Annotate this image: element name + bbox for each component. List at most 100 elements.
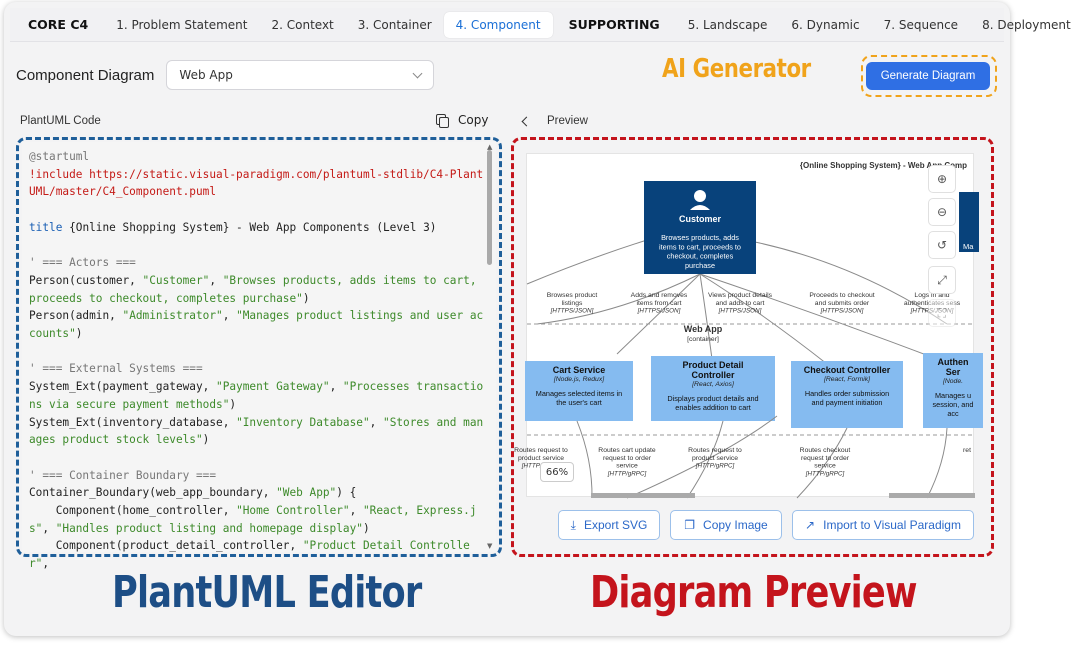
code-line: Container_Boundary(web_app_boundary, "We…: [29, 486, 357, 500]
relationship-tech: [HTTP/gRPC]: [607, 470, 647, 477]
tab-container[interactable]: 3. Container: [357, 17, 432, 32]
code-line: ' === Actors ===: [29, 256, 136, 270]
component-box: [651, 356, 775, 421]
component-description: enables addition to cart: [675, 403, 750, 412]
code-line: !include https://static.visual-paradigm.…: [29, 167, 484, 199]
relationship-label: Proceeds to checkout: [809, 292, 874, 299]
tab-landscape[interactable]: 5. Landscape: [687, 17, 768, 32]
component-name: Product Detail: [682, 360, 743, 370]
external-link-icon: ↗: [805, 518, 816, 532]
tab-group-core: CORE C4: [28, 16, 89, 32]
code-line: System_Ext(payment_gateway, "Payment Gat…: [29, 380, 484, 411]
component-tech: [React, Axios]: [691, 381, 735, 388]
customer-name: Customer: [679, 214, 722, 224]
code-line: Person(admin, "Administrator", "Manages …: [29, 309, 484, 341]
relationship-label: product service: [518, 455, 564, 462]
code-line: [29, 201, 484, 219]
component-description: and payment initiation: [812, 398, 883, 407]
component-description: the user's cart: [556, 398, 602, 407]
relationship-label: and adds to cart: [716, 300, 765, 307]
code-line: [29, 449, 484, 467]
copy-icon: ❐: [684, 518, 696, 532]
person-body-icon: [690, 205, 710, 210]
tab-dynamic[interactable]: 6. Dynamic: [791, 17, 860, 32]
container-select[interactable]: Web App: [166, 60, 435, 90]
container-select-value: Web App: [179, 68, 233, 82]
copy-image-button[interactable]: ❐ Copy Image: [670, 510, 782, 540]
relationship-tech: [HTTPS/JSON]: [550, 308, 594, 315]
code-content[interactable]: @startuml!include https://static.visual-…: [29, 148, 484, 573]
scroll-down-icon[interactable]: ▼: [487, 542, 493, 550]
relationship-label: Logs in and: [914, 292, 949, 299]
reset-icon[interactable]: ↺: [928, 231, 956, 259]
component-tech: [Node.js, Redux]: [553, 376, 605, 383]
relationship-line: [796, 427, 848, 499]
fullscreen-icon[interactable]: ⤢: [928, 266, 956, 294]
code-line: Component(home_controller, "Home Control…: [29, 504, 477, 535]
relationship-tech: [HTTPS/JSON]: [820, 308, 864, 315]
import-visual-paradigm-button[interactable]: ↗ Import to Visual Paradigm: [792, 510, 974, 540]
copy-icon: [436, 114, 449, 128]
relationship-line: [699, 273, 938, 360]
relationship-line: [576, 420, 593, 499]
copy-image-label: Copy Image: [703, 518, 768, 532]
component-name: Cart Service: [553, 365, 606, 375]
component-description: Manages selected items in: [536, 389, 622, 398]
customer-description: checkout, completes: [667, 252, 734, 261]
tab-deployment[interactable]: 8. Deployment: [982, 17, 1071, 32]
chevron-down-icon: [412, 68, 423, 78]
code-line: ' === Container Boundary ===: [29, 468, 217, 482]
preview-caption: Diagram Preview: [590, 567, 918, 618]
diagram-select-row: Component Diagram Web App: [16, 60, 435, 90]
tab-sequence[interactable]: 7. Sequence: [883, 17, 959, 32]
component-tech: [Node.: [942, 378, 963, 385]
relationship-label: service: [814, 463, 836, 470]
relationship-line: [926, 427, 948, 499]
customer-description: purchase: [685, 261, 715, 270]
code-line: [29, 237, 484, 255]
plantuml-code-editor[interactable]: @startuml!include https://static.visual-…: [22, 142, 496, 570]
relationship-label: Views product details: [708, 292, 773, 299]
relationship-tech: [HTTP/gRPC]: [695, 463, 735, 470]
relationship-line: [526, 239, 648, 285]
preview-label: Preview: [547, 115, 588, 127]
person-head-icon: [694, 190, 706, 202]
preview-highlight: [511, 137, 994, 557]
boundary-name: Web App: [684, 324, 723, 334]
relationship-label: Routes checkout: [800, 447, 851, 454]
code-line: Component(product_detail_controller, "Pr…: [29, 539, 470, 571]
import-label: Import to Visual Paradigm: [823, 518, 961, 532]
component-name: Ser: [946, 367, 961, 377]
customer-description: items to cart, proceeds to: [659, 242, 741, 251]
zoom-out-icon[interactable]: ⊖: [928, 198, 956, 226]
component-name: Authen: [938, 357, 969, 367]
zoom-in-icon[interactable]: ⊕: [928, 165, 956, 193]
relationship-line: [686, 420, 724, 499]
relationship-label: items from cart: [637, 300, 682, 307]
relationship-label: and submits order: [815, 300, 870, 307]
component-description: Manages u: [935, 391, 971, 400]
component-description: Handles order submission: [805, 389, 889, 398]
relationship-line: [626, 415, 778, 499]
relationship-label: ret: [963, 447, 971, 454]
download-icon: ⤓: [570, 517, 576, 532]
tab-problem-statement[interactable]: 1. Problem Statement: [116, 17, 248, 32]
generate-diagram-button[interactable]: Generate Diagram: [866, 62, 990, 90]
component-name: Checkout Controller: [804, 365, 891, 375]
export-svg-button[interactable]: ⤓ Export SVG: [558, 510, 660, 540]
code-line: Person(customer, "Customer", "Browses pr…: [29, 273, 484, 305]
editor-scrollbar[interactable]: [487, 150, 492, 265]
tab-component[interactable]: 4. Component: [443, 11, 553, 38]
relationship-label: product service: [692, 455, 738, 462]
diagram-title: {Online Shopping System} - Web App Comp: [800, 161, 967, 170]
copy-code-button[interactable]: Copy: [436, 113, 488, 128]
component-box: [525, 361, 633, 421]
fit-icon[interactable]: ⛶: [928, 299, 956, 327]
relationship-label: listings: [562, 300, 583, 307]
scroll-up-icon[interactable]: ▲: [487, 143, 493, 151]
page-title: Component Diagram: [16, 66, 155, 84]
admin-person-box: [959, 192, 979, 252]
tab-context[interactable]: 2. Context: [271, 17, 334, 32]
customer-description: Browses products, adds: [661, 233, 739, 242]
